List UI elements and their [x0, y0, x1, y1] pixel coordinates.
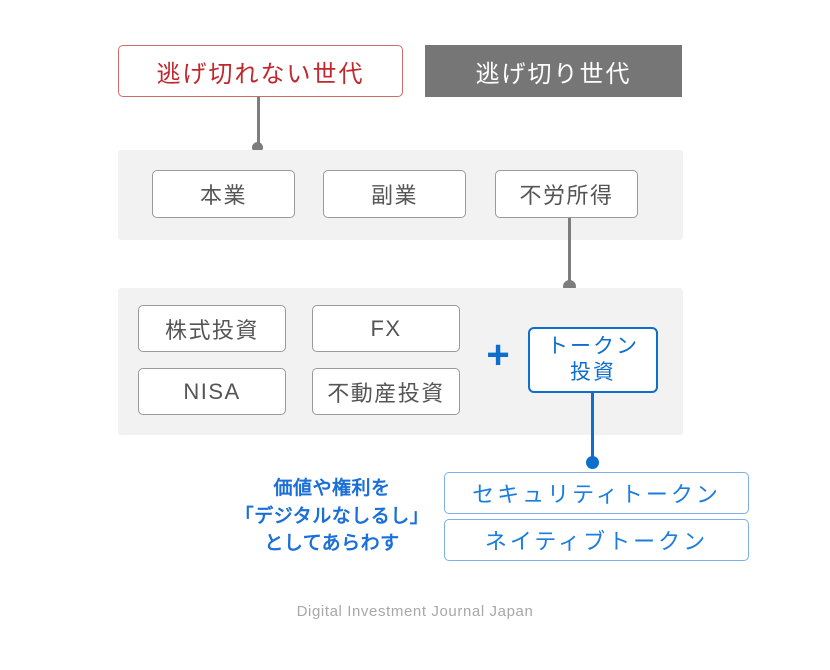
investment-box-token: トークン 投資: [528, 327, 658, 393]
income-box-passive-income: 不労所得: [495, 170, 638, 218]
income-box-side-job: 副業: [323, 170, 466, 218]
token-type-box-security-token: セキュリティトークン: [444, 472, 749, 514]
connector-dot-token-to-types: [586, 456, 599, 469]
income-box-main-job: 本業: [152, 170, 295, 218]
annotation-line-2: 「デジタルなしるし」: [234, 505, 430, 527]
annotation-line-3: としてあらわす: [264, 533, 400, 555]
footer-credit: Digital Investment Journal Japan: [296, 603, 534, 620]
token-type-box-native-token: ネイティブトークン: [444, 519, 749, 561]
connector-line-generation-to-income: [257, 97, 260, 145]
plus-icon: +: [486, 333, 510, 377]
investment-box-fx: FX: [312, 305, 460, 352]
investment-box-stock: 株式投資: [138, 305, 286, 352]
chip-escapable-generation: 逃げ切り世代: [425, 45, 682, 97]
investment-box-nisa: NISA: [138, 368, 286, 415]
token-definition-annotation: 価値や権利を 「デジタルなしるし」 としてあらわす: [228, 475, 436, 558]
investment-box-real-estate: 不動産投資: [312, 368, 460, 415]
chip-non-escapable-generation: 逃げ切れない世代: [118, 45, 403, 97]
connector-dot-generation-to-income: [252, 142, 263, 153]
annotation-line-1: 価値や権利を: [273, 478, 391, 499]
token-box-line1: トークン: [547, 334, 639, 358]
token-box-line2: 投資: [570, 361, 616, 384]
connector-line-token-to-types: [591, 393, 594, 461]
connector-line-passive-to-investment: [568, 218, 571, 283]
